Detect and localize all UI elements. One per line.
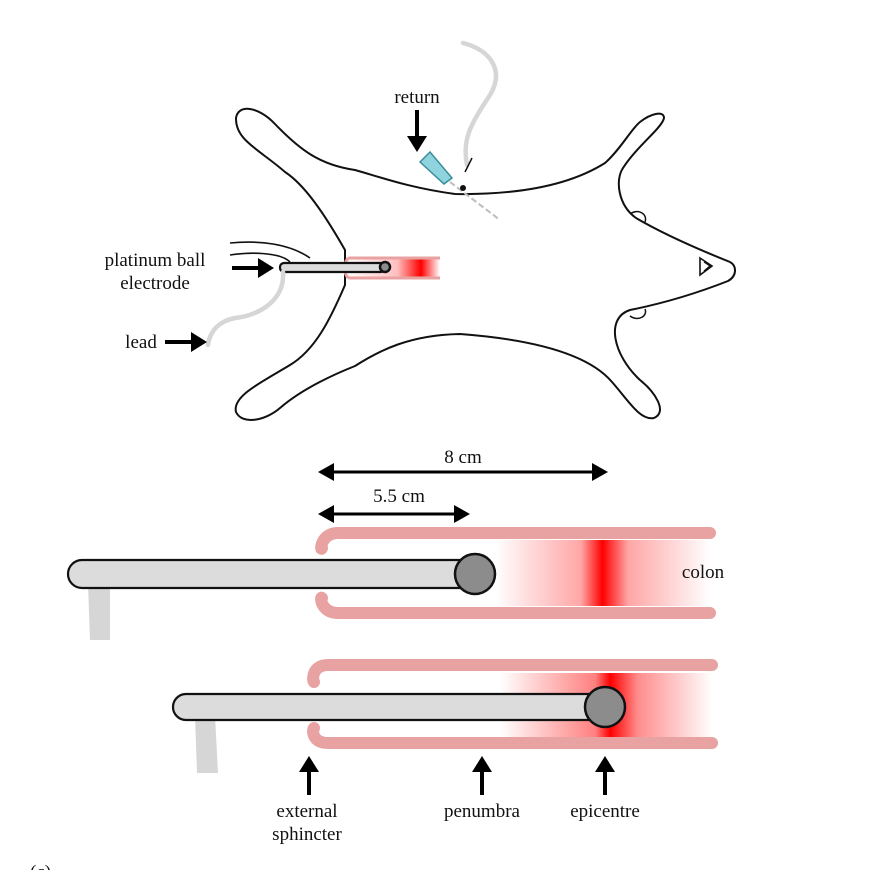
- dimension-5-5cm: [318, 505, 470, 523]
- lead-label: lead: [125, 332, 157, 353]
- external-label-line2: sphincter: [272, 824, 342, 845]
- colon-label: colon: [682, 562, 725, 583]
- middle-electrode-ball: [453, 552, 497, 596]
- epicentre-label: epicentre: [570, 801, 640, 822]
- middle-lesion-gradient: [495, 540, 710, 606]
- rat-body-outline: [234, 108, 736, 421]
- dim-5-5cm-label: 5.5 cm: [373, 486, 425, 507]
- return-label: return: [394, 87, 440, 108]
- tail-outline-top: [229, 241, 311, 259]
- lead-arrow-icon: [165, 332, 207, 352]
- ear-top-detail: [629, 210, 647, 223]
- return-lead-wire: [460, 40, 499, 168]
- middle-colon-wall-bottom: [315, 591, 716, 619]
- rat-panel: return platinum ball electrode lead: [105, 40, 736, 421]
- bottom-colon-wall-top: [307, 659, 718, 688]
- epicentre-arrow-icon: [595, 756, 615, 795]
- top-electrode-rod: [278, 261, 387, 274]
- panel-label: (c): [30, 862, 51, 870]
- middle-colon-panel: [66, 527, 716, 640]
- middle-lead-wire: [88, 584, 110, 640]
- electrode-lead-wire: [205, 269, 286, 348]
- sphincter-arrow-icon: [299, 756, 319, 795]
- return-arrow-icon: [407, 110, 427, 152]
- top-electrode-ball: [378, 260, 392, 274]
- platinum-arrow-icon: [232, 258, 274, 278]
- dimension-8cm: [318, 463, 608, 481]
- platinum-label-line2: electrode: [120, 273, 190, 294]
- ear-bottom-detail: [629, 308, 647, 320]
- penumbra-label: penumbra: [444, 801, 521, 822]
- bottom-lead-wire: [195, 716, 218, 773]
- nose-icon: [699, 256, 714, 277]
- bottom-electrode-ball: [583, 685, 627, 729]
- bottom-electrode-rod: [171, 692, 605, 722]
- dim-8cm-label: 8 cm: [444, 447, 482, 468]
- middle-colon-wall-top: [315, 527, 716, 555]
- tail-outline-upper: [229, 252, 291, 263]
- external-label-line1: external: [276, 801, 337, 822]
- bottom-colon-wall-bottom: [307, 722, 718, 749]
- middle-electrode-rod: [66, 558, 480, 590]
- penumbra-arrow-icon: [472, 756, 492, 795]
- return-needle-icon: [418, 150, 501, 221]
- platinum-label-line1: platinum ball: [105, 250, 206, 271]
- bottom-colon-panel: [171, 659, 718, 773]
